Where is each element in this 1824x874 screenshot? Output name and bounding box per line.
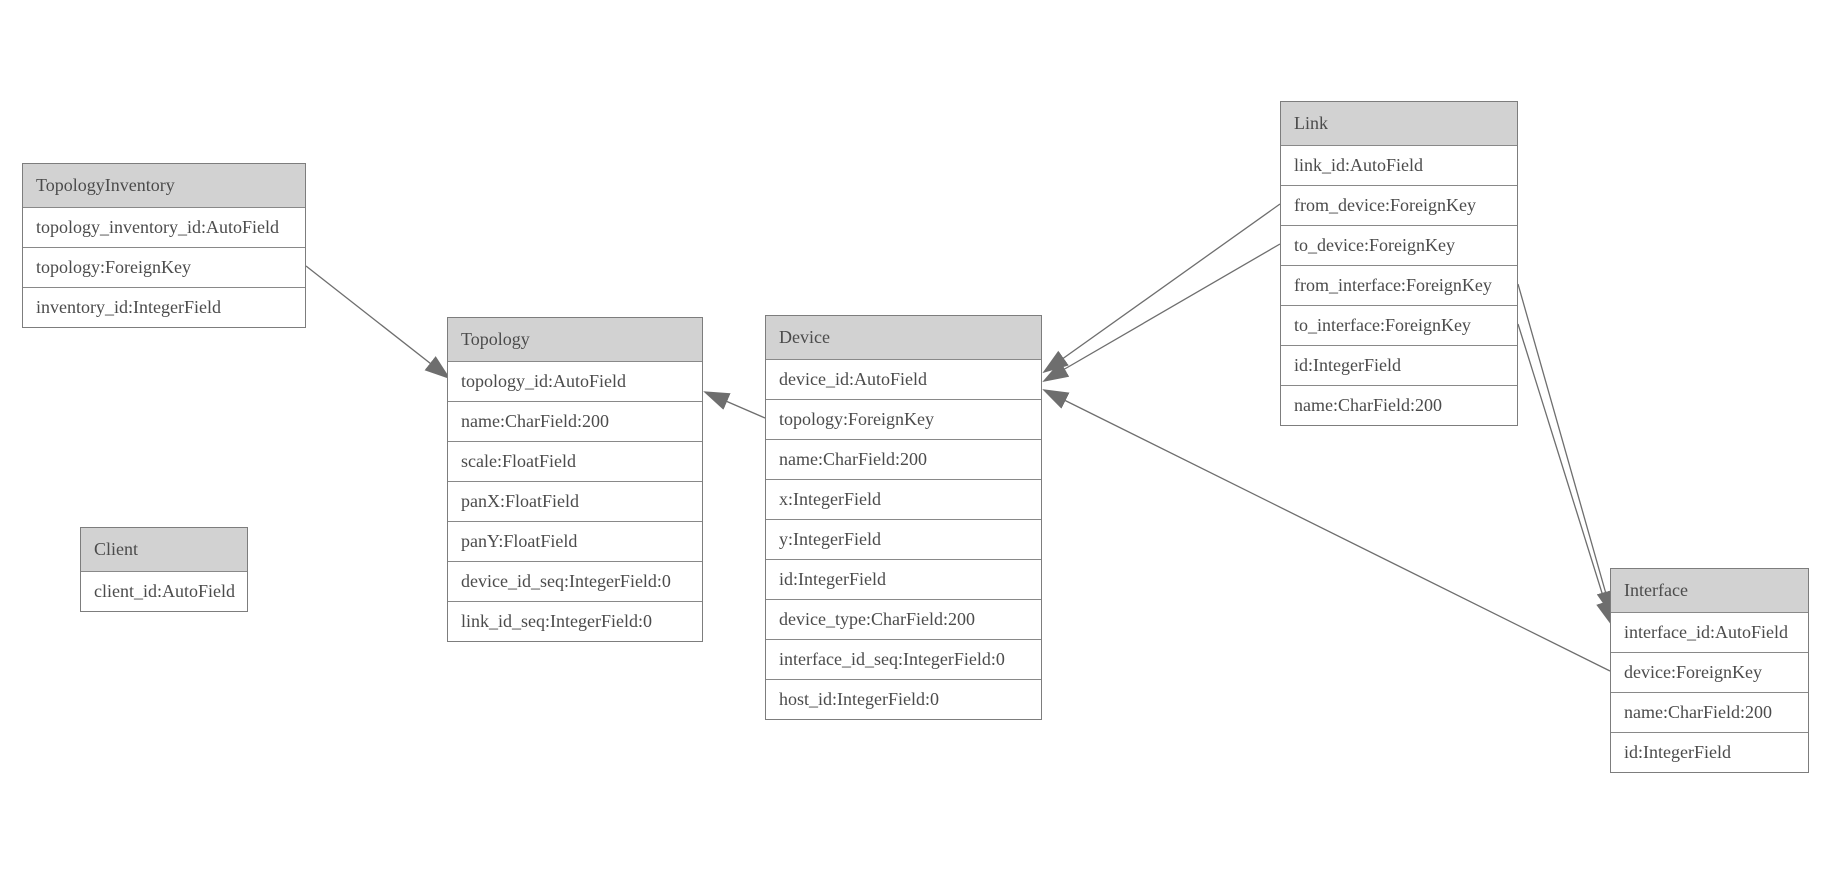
field-row-device-5: id:IntegerField bbox=[766, 559, 1041, 599]
field-row-topology-6: link_id_seq:IntegerField:0 bbox=[448, 601, 702, 641]
field-row-client-0: client_id:AutoField bbox=[81, 571, 247, 611]
field-row-link-5: id:IntegerField bbox=[1281, 345, 1517, 385]
relation-arrow-topologyinventory-topology-to-topology-topology_id bbox=[305, 265, 451, 380]
field-row-device-6: device_type:CharField:200 bbox=[766, 599, 1041, 639]
field-row-topology-3: panX:FloatField bbox=[448, 481, 702, 521]
field-row-device-7: interface_id_seq:IntegerField:0 bbox=[766, 639, 1041, 679]
field-row-topology-4: panY:FloatField bbox=[448, 521, 702, 561]
relation-arrow-device-topology-to-topology-topology_id bbox=[703, 391, 766, 419]
field-row-topology-inventory-2: inventory_id:IntegerField bbox=[23, 287, 305, 327]
field-row-topology-1: name:CharField:200 bbox=[448, 401, 702, 441]
field-row-topology-5: device_id_seq:IntegerField:0 bbox=[448, 561, 702, 601]
field-row-device-1: topology:ForeignKey bbox=[766, 399, 1041, 439]
relation-arrow-link-to_device-to-device-device_id bbox=[1042, 243, 1281, 383]
field-row-link-4: to_interface:ForeignKey bbox=[1281, 305, 1517, 345]
field-row-link-3: from_interface:ForeignKey bbox=[1281, 265, 1517, 305]
field-row-link-0: link_id:AutoField bbox=[1281, 145, 1517, 185]
field-row-device-4: y:IntegerField bbox=[766, 519, 1041, 559]
entity-title-topology-inventory: TopologyInventory bbox=[23, 164, 305, 207]
relation-arrow-link-from_device-to-device-device_id bbox=[1042, 203, 1281, 374]
field-row-device-2: name:CharField:200 bbox=[766, 439, 1041, 479]
entity-title-link: Link bbox=[1281, 102, 1517, 145]
field-row-interface-2: name:CharField:200 bbox=[1611, 692, 1808, 732]
field-row-device-3: x:IntegerField bbox=[766, 479, 1041, 519]
field-row-interface-1: device:ForeignKey bbox=[1611, 652, 1808, 692]
field-row-device-8: host_id:IntegerField:0 bbox=[766, 679, 1041, 719]
field-row-interface-3: id:IntegerField bbox=[1611, 732, 1808, 772]
entity-title-topology: Topology bbox=[448, 318, 702, 361]
relation-arrow-interface-device-to-device-device_id bbox=[1042, 389, 1611, 672]
field-row-link-2: to_device:ForeignKey bbox=[1281, 225, 1517, 265]
entity-title-interface: Interface bbox=[1611, 569, 1808, 612]
field-row-topology-inventory-1: topology:ForeignKey bbox=[23, 247, 305, 287]
field-row-topology-inventory-0: topology_inventory_id:AutoField bbox=[23, 207, 305, 247]
entity-title-device: Device bbox=[766, 316, 1041, 359]
field-row-link-1: from_device:ForeignKey bbox=[1281, 185, 1517, 225]
relation-arrow-link-from_interface-to-interface-interface_id bbox=[1517, 283, 1615, 617]
field-row-device-0: device_id:AutoField bbox=[766, 359, 1041, 399]
entity-title-client: Client bbox=[81, 528, 247, 571]
field-row-interface-0: interface_id:AutoField bbox=[1611, 612, 1808, 652]
field-row-topology-0: topology_id:AutoField bbox=[448, 361, 702, 401]
field-row-topology-2: scale:FloatField bbox=[448, 441, 702, 481]
field-row-link-6: name:CharField:200 bbox=[1281, 385, 1517, 425]
relation-arrow-link-to_interface-to-interface-interface_id bbox=[1517, 323, 1614, 627]
